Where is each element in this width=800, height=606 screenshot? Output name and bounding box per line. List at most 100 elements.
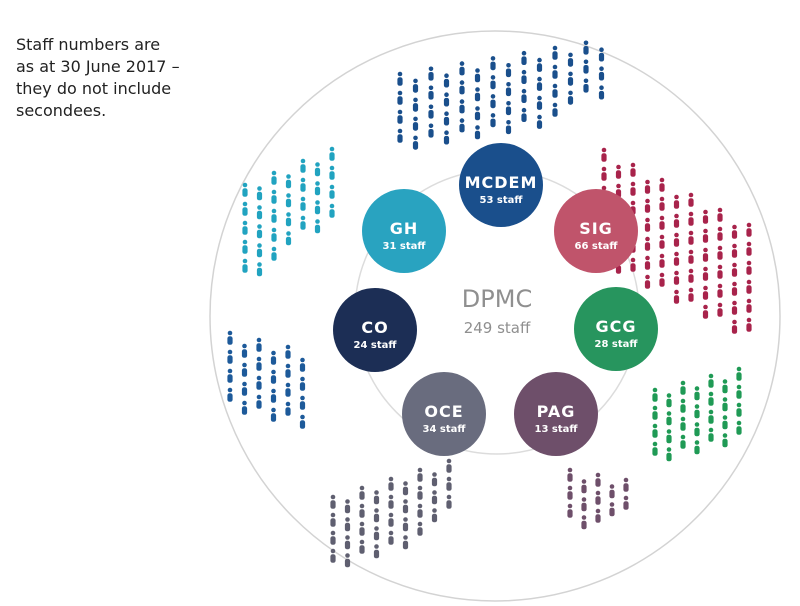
- staff-figure-icon: [688, 287, 694, 302]
- staff-figure-icon: [688, 230, 694, 245]
- staff-figure-icon: [609, 502, 615, 517]
- staff-figure-icon: [688, 249, 694, 264]
- staff-figure-icon: [601, 147, 607, 162]
- staff-figure-icon: [652, 405, 658, 420]
- staff-figure-icon: [688, 268, 694, 283]
- staff-figure-icon: [417, 485, 423, 500]
- staff-figure-icon: [505, 101, 512, 116]
- staff-figure-icon: [359, 521, 365, 536]
- staff-figure-icon: [688, 211, 694, 226]
- staff-figure-icon: [717, 302, 723, 317]
- staff-figure-icon: [694, 422, 700, 437]
- unit-name: GCG: [595, 317, 636, 336]
- staff-figure-icon: [446, 458, 452, 473]
- staff-figure-icon: [746, 317, 752, 332]
- staff-figure-icon: [567, 90, 574, 105]
- staff-figure-icon: [552, 102, 558, 117]
- staff-figure-icon: [300, 215, 306, 230]
- staff-figure-icon: [329, 203, 335, 218]
- staff-figure-icon: [567, 52, 574, 67]
- staff-figure-icon: [731, 262, 738, 277]
- staff-figure-icon: [428, 85, 434, 100]
- unit-name: GH: [390, 219, 419, 238]
- staff-figure-icon: [474, 106, 481, 121]
- unit-count: 13 staff: [535, 424, 579, 435]
- staff-figure-icon: [474, 125, 481, 140]
- staff-figure-icon: [736, 420, 742, 435]
- staff-figure-icon: [630, 257, 636, 272]
- staff-figure-icon: [459, 99, 465, 114]
- staff-figure-icon: [412, 78, 419, 93]
- staff-figure-icon: [428, 66, 434, 81]
- staff-figure-icon: [731, 319, 738, 334]
- staff-figure-icon: [609, 484, 615, 499]
- unit-gh: GH 31 staff: [362, 189, 446, 273]
- staff-figure-icon: [746, 222, 752, 237]
- staff-figure-icon: [330, 512, 336, 527]
- staff-figure-icon: [299, 414, 306, 429]
- staff-figure-icon: [536, 95, 543, 110]
- staff-figure-icon: [736, 402, 742, 417]
- staff-figure-icon: [443, 130, 450, 145]
- staff-figure-icon: [680, 434, 686, 449]
- staff-figure-icon: [521, 88, 527, 103]
- staff-figure-icon: [344, 517, 351, 532]
- staff-figure-icon: [443, 92, 450, 107]
- outer-circle: [209, 30, 781, 602]
- staff-figure-icon: [397, 128, 403, 143]
- staff-figure-icon: [583, 40, 589, 55]
- staff-figure-icon: [227, 368, 233, 383]
- staff-figure-icon: [271, 208, 277, 223]
- staff-figure-icon: [300, 158, 306, 173]
- staff-figure-icon: [521, 69, 527, 84]
- staff-figure-icon: [644, 274, 651, 289]
- staff-figure-icon: [314, 219, 321, 234]
- staff-figure-icon: [746, 298, 752, 313]
- staff-figure-icon: [412, 135, 419, 150]
- unit-count: 66 staff: [575, 241, 619, 252]
- staff-figure-icon: [688, 192, 694, 207]
- staff-figure-icon: [552, 64, 558, 79]
- staff-figure-icon: [330, 548, 336, 563]
- staff-figure-icon: [242, 258, 248, 273]
- staff-figure-icon: [344, 553, 351, 568]
- staff-figure-icon: [299, 395, 306, 410]
- staff-figure-icon: [271, 170, 277, 185]
- department-count: 249 staff: [464, 319, 531, 337]
- staff-figure-icon: [583, 78, 589, 93]
- unit-name: OCE: [424, 402, 463, 421]
- staff-figure-icon: [630, 181, 636, 196]
- staff-figure-icon: [717, 264, 723, 279]
- staff-figure-icon: [431, 472, 438, 487]
- staff-figure-icon: [583, 59, 589, 74]
- staff-figure-icon: [431, 508, 438, 523]
- staff-figure-icon: [702, 304, 709, 319]
- staff-figure-icon: [329, 165, 335, 180]
- staff-figure-icon: [673, 194, 680, 209]
- staff-figure-icon: [717, 207, 723, 222]
- staff-figure-icon: [598, 47, 605, 62]
- staff-figure-icon: [652, 387, 658, 402]
- staff-figure-icon: [659, 177, 665, 192]
- staff-figure-icon: [722, 433, 728, 448]
- staff-figure-icon: [241, 362, 248, 377]
- unit-count: 31 staff: [383, 241, 427, 252]
- staff-figure-icon: [595, 472, 601, 487]
- staff-figure-icon: [388, 530, 394, 545]
- staff-figure-icon: [595, 508, 601, 523]
- staff-figure-icon: [242, 220, 248, 235]
- staff-figure-icon: [736, 384, 742, 399]
- staff-figure-icon: [299, 376, 306, 391]
- staff-figure-icon: [373, 544, 380, 559]
- unit-count: 34 staff: [423, 424, 467, 435]
- unit-badge: [574, 287, 658, 371]
- staff-figure-icon: [270, 369, 277, 384]
- staff-figure-icon: [329, 146, 335, 161]
- staff-figure-icon: [242, 201, 248, 216]
- staff-figure-icon: [443, 111, 450, 126]
- staff-figure-icon: [474, 87, 481, 102]
- staff-figure-icon: [644, 179, 651, 194]
- staff-figure-icon: [746, 279, 752, 294]
- staff-figure-icon: [666, 393, 672, 408]
